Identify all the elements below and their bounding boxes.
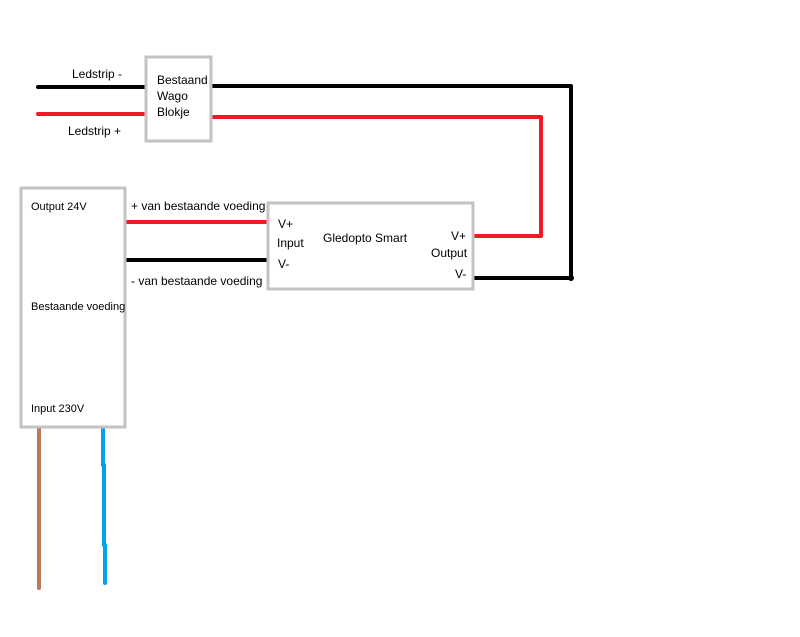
input-vminus-label: V-	[278, 257, 289, 271]
output-minus-wire	[209, 84, 573, 280]
input-label: Input	[277, 236, 304, 250]
wago-label-3: Blokje	[157, 105, 190, 119]
output-plus-wire	[209, 115, 543, 238]
voeding-input-label: Input 230V	[31, 403, 85, 415]
mains-blue-wire	[101, 425, 107, 585]
output-label: Output	[431, 246, 468, 260]
output-vminus-label: V-	[455, 267, 466, 281]
input-vplus-label: V+	[278, 217, 293, 231]
power-supply-box	[19, 186, 127, 429]
voeding-output-label: Output 24V	[31, 201, 87, 213]
gledopto-name-label: Gledopto Smart	[323, 231, 408, 245]
junction-dot	[568, 275, 574, 281]
supply-minus-label: - van bestaande voeding	[131, 274, 262, 288]
output-vplus-label: V+	[451, 229, 466, 243]
wago-block	[144, 55, 213, 143]
supply-plus-label: + van bestaande voeding	[131, 199, 265, 213]
ledstrip-minus-label: Ledstrip -	[72, 67, 122, 81]
voeding-name-label: Bestaande voeding	[31, 301, 125, 313]
gledopto-controller-box	[266, 201, 475, 291]
wago-label-2: Wago	[157, 89, 188, 103]
ledstrip-plus-label: Ledstrip +	[68, 124, 121, 138]
wago-label-1: Bestaand	[157, 73, 208, 87]
